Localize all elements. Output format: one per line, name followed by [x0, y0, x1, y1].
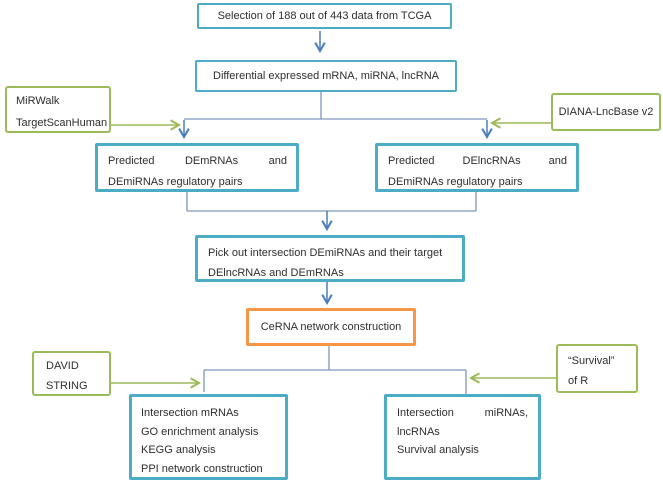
predicted-delncrna-line1: Predicted DElncRNAs and — [388, 151, 567, 172]
delncrnas-word: DElncRNAs — [462, 155, 521, 167]
pick-intersection-line2: DElncRNAs and DEmRNAs — [208, 267, 344, 279]
survival-analysis-label: Survival analysis — [397, 444, 479, 456]
intersection-word: Intersection — [397, 407, 454, 419]
targetscanhuman-label: TargetScanHuman — [16, 117, 108, 129]
box-differential-expression: Differential expressed mRNA, miRNA, lncR… — [195, 60, 457, 92]
intersection-mrnas-label: Intersection mRNAs — [141, 407, 239, 419]
go-enrichment-label: GO enrichment analysis — [141, 425, 259, 438]
intersection-mirnas-line: Intersection miRNAs, — [397, 404, 528, 423]
ppi-network-label: PPI network construction — [141, 462, 263, 475]
lncrnas-label: lncRNAs — [397, 425, 440, 438]
predicted-delncrna-line2: DEmiRNAs regulatory pairs — [388, 176, 523, 188]
mirnas-word: miRNAs, — [484, 407, 528, 419]
of-r-label: of R — [568, 375, 589, 387]
mirwalk-label: MiRWalk — [16, 95, 60, 107]
box-diana-lncbase: DIANA-LncBase v2 — [551, 93, 661, 131]
box-cerna-network: CeRNA network construction — [246, 308, 416, 346]
pick-intersection-line1: Pick out intersection DEmiRNAs and their… — [208, 247, 443, 259]
diana-lncbase-label: DIANA-LncBase v2 — [558, 106, 654, 118]
string-label: STRING — [46, 380, 88, 392]
box-mrna-analysis: Intersection mRNAs GO enrichment analysi… — [129, 394, 288, 480]
box-survival-of-r: “Survival” of R — [556, 344, 638, 393]
and-word: and — [548, 155, 567, 167]
box-mirwalk-targetscan: MiRWalk TargetScanHuman — [5, 86, 111, 133]
kegg-analysis-label: KEGG analysis — [141, 444, 216, 456]
predicted-demrna-line2: DEmiRNAs regulatory pairs — [108, 176, 243, 188]
box-predicted-delncrna-pairs: Predicted DElncRNAs and DEmiRNAs regulat… — [375, 143, 579, 192]
box-mirna-analysis: Intersection miRNAs, lncRNAs Survival an… — [384, 394, 541, 480]
box-predicted-demrna-pairs: Predicted DEmRNAs and DEmiRNAs regulator… — [95, 143, 299, 192]
predicted-word: Predicted — [388, 155, 435, 167]
and-word: and — [268, 155, 287, 167]
cerna-network-label: CeRNA network construction — [260, 321, 402, 333]
demrnas-word: DEmRNAs — [184, 155, 239, 167]
differential-expression-label: Differential expressed mRNA, miRNA, lncR… — [213, 70, 439, 82]
box-pick-intersection: Pick out intersection DEmiRNAs and their… — [195, 235, 465, 282]
survival-label: “Survival” — [568, 355, 615, 367]
david-label: DAVID — [46, 360, 79, 372]
box-david-string: DAVID STRING — [32, 351, 111, 396]
tcga-selection-label: Selection of 188 out of 443 data from TC… — [217, 10, 432, 22]
predicted-demrna-line1: Predicted DEmRNAs and — [108, 151, 287, 172]
predicted-word: Predicted — [108, 155, 155, 167]
box-tcga-selection: Selection of 188 out of 443 data from TC… — [197, 3, 452, 29]
